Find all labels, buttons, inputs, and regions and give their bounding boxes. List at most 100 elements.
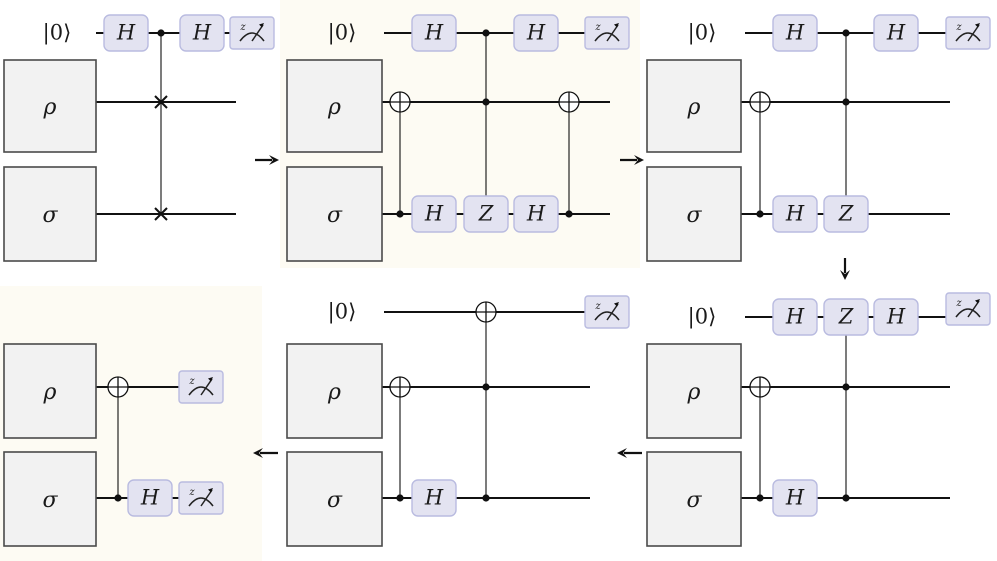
state-label: ρ bbox=[687, 95, 701, 120]
gate-label: H bbox=[116, 21, 136, 45]
meter-basis-label: z bbox=[594, 22, 601, 33]
ket-zero-label: |0⟩ bbox=[688, 305, 717, 330]
hadamard-gate: H bbox=[873, 14, 919, 52]
hadamard-gate: H bbox=[772, 479, 818, 517]
gate-label: Z bbox=[478, 202, 494, 226]
hadamard-gate: H bbox=[772, 14, 818, 52]
control-dot-icon bbox=[842, 98, 850, 106]
gate-label: Z bbox=[838, 202, 854, 226]
sigma-state-box: σ bbox=[286, 451, 383, 547]
control-dot-icon bbox=[756, 494, 764, 502]
arrow-icon bbox=[840, 258, 850, 280]
sigma-state-box: σ bbox=[286, 166, 383, 262]
control-dot-icon bbox=[482, 383, 490, 391]
state-label: σ bbox=[686, 488, 702, 513]
state-label: σ bbox=[42, 488, 58, 513]
state-label: σ bbox=[327, 203, 343, 228]
gate-label: H bbox=[526, 202, 546, 226]
rho-state-box: ρ bbox=[3, 59, 97, 153]
meter-basis-label: z bbox=[188, 376, 195, 387]
cnot-target-icon bbox=[749, 91, 771, 113]
sigma-state-box: σ bbox=[646, 166, 742, 262]
rho-state-box: ρ bbox=[646, 59, 742, 153]
hadamard-gate: H bbox=[513, 195, 559, 233]
measurement-meter-icon: z bbox=[178, 481, 224, 515]
hadamard-gate: H bbox=[411, 479, 457, 517]
state-label: σ bbox=[42, 203, 58, 228]
ket-zero-label: |0⟩ bbox=[688, 21, 717, 46]
panel-5: |0⟩ Hz ρ σ bbox=[286, 295, 630, 547]
gate-label: H bbox=[785, 202, 805, 226]
meter-basis-label: z bbox=[955, 298, 962, 309]
state-label: σ bbox=[686, 203, 702, 228]
hadamard-gate: H bbox=[411, 195, 457, 233]
swap-cross-icon bbox=[154, 95, 168, 109]
measurement-meter-icon: z bbox=[945, 292, 991, 326]
cnot-target-icon bbox=[558, 91, 580, 113]
meter-basis-label: z bbox=[594, 301, 601, 312]
ket-zero-label: |0⟩ bbox=[328, 300, 357, 325]
sigma-state-box: σ bbox=[3, 166, 97, 262]
state-label: σ bbox=[327, 488, 343, 513]
measurement-meter-icon: z bbox=[229, 16, 275, 50]
arrow-icon bbox=[620, 155, 644, 165]
control-dot-icon bbox=[482, 98, 490, 106]
control-dot-icon bbox=[157, 29, 165, 37]
sigma-state-box: σ bbox=[646, 451, 742, 547]
hadamard-gate: H bbox=[103, 14, 149, 52]
arrow-icon bbox=[255, 155, 279, 165]
cnot-target-icon bbox=[107, 376, 129, 398]
cnot-target-icon bbox=[475, 301, 497, 323]
measurement-meter-icon: z bbox=[178, 370, 224, 404]
hadamard-gate: H bbox=[127, 479, 173, 517]
control-dot-icon bbox=[482, 494, 490, 502]
rho-state-box: ρ bbox=[3, 343, 97, 439]
rho-state-box: ρ bbox=[646, 343, 742, 439]
gate-label: H bbox=[886, 305, 906, 329]
state-label: ρ bbox=[43, 380, 57, 405]
hadamard-gate: H bbox=[411, 14, 457, 52]
state-label: ρ bbox=[43, 95, 57, 120]
meter-basis-label: z bbox=[188, 487, 195, 498]
control-dot-icon bbox=[114, 494, 122, 502]
sigma-state-box: σ bbox=[3, 451, 97, 547]
arrow-icon bbox=[253, 448, 278, 458]
z-gate: Z bbox=[823, 298, 869, 336]
gate-label: H bbox=[785, 486, 805, 510]
rho-state-box: ρ bbox=[286, 59, 383, 153]
state-label: ρ bbox=[687, 380, 701, 405]
gate-label: H bbox=[424, 202, 444, 226]
ket-zero-label: |0⟩ bbox=[328, 21, 357, 46]
control-dot-icon bbox=[396, 494, 404, 502]
swap-cross-icon bbox=[154, 207, 168, 221]
control-dot-icon bbox=[396, 210, 404, 218]
control-dot-icon bbox=[842, 494, 850, 502]
state-label: ρ bbox=[327, 380, 341, 405]
control-dot-icon bbox=[565, 210, 573, 218]
meter-basis-label: z bbox=[955, 22, 962, 33]
arrow-icon bbox=[617, 448, 642, 458]
control-dot-icon bbox=[842, 29, 850, 37]
measurement-meter-icon: z bbox=[584, 295, 630, 329]
gate-label: H bbox=[140, 486, 160, 510]
control-dot-icon bbox=[842, 383, 850, 391]
rho-state-box: ρ bbox=[286, 343, 383, 439]
gate-label: H bbox=[424, 21, 444, 45]
panel-6: Hz z ρ σ bbox=[0, 286, 262, 561]
measurement-meter-icon: z bbox=[584, 16, 630, 50]
gate-label: H bbox=[424, 486, 444, 510]
meter-basis-label: z bbox=[239, 22, 246, 33]
cnot-target-icon bbox=[389, 91, 411, 113]
control-dot-icon bbox=[482, 29, 490, 37]
hadamard-gate: H bbox=[873, 298, 919, 336]
cnot-target-icon bbox=[389, 376, 411, 398]
hadamard-gate: H bbox=[513, 14, 559, 52]
gate-label: H bbox=[785, 305, 805, 329]
z-gate: Z bbox=[823, 195, 869, 233]
cnot-target-icon bbox=[749, 376, 771, 398]
hadamard-gate: H bbox=[772, 195, 818, 233]
